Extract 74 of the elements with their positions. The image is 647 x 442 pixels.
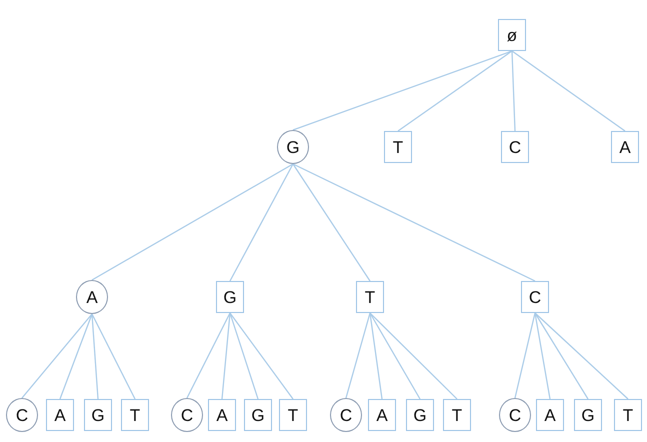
node-letter: C	[16, 406, 28, 424]
tree-node-box	[521, 281, 549, 313]
node-letter: T	[452, 406, 462, 424]
tree-node-box	[406, 399, 434, 431]
connector-line	[92, 163, 294, 281]
node-letter: A	[86, 288, 98, 306]
connector-line	[369, 312, 383, 400]
tree-node-box	[368, 399, 396, 431]
tree-node-box	[208, 399, 236, 431]
tree-node-box	[501, 131, 529, 163]
connector-line	[345, 312, 371, 398]
connector-line	[534, 312, 589, 400]
tree-node-circle	[499, 398, 531, 432]
tree-node-box	[614, 399, 642, 431]
tree-node-circle	[277, 130, 309, 164]
connector-line	[292, 163, 536, 282]
node-letter: A	[216, 406, 228, 424]
tree-node-box	[121, 399, 149, 431]
connector-line	[186, 312, 231, 398]
connector-line	[91, 314, 136, 400]
connector-line	[514, 312, 536, 398]
tree-node-box	[356, 281, 384, 313]
node-letter: G	[581, 406, 595, 424]
connector-line	[229, 312, 259, 400]
connector-line	[221, 312, 231, 400]
connector-line	[534, 312, 551, 400]
tree-node-circle	[330, 398, 362, 432]
node-letter: T	[130, 406, 140, 424]
connector-line	[534, 312, 628, 400]
connector-line	[512, 50, 626, 132]
tree-node-box	[84, 399, 112, 431]
connector-line	[91, 314, 99, 400]
tree-node-box	[46, 399, 74, 431]
connector-line	[398, 50, 512, 132]
node-letter: A	[544, 406, 556, 424]
node-letter: G	[251, 406, 265, 424]
node-letter: A	[54, 406, 66, 424]
node-letter: C	[528, 288, 542, 306]
tree-node-box	[574, 399, 602, 431]
node-letter: T	[288, 406, 298, 424]
tree-node-box	[611, 131, 639, 163]
connector-line	[230, 312, 294, 400]
connector-line	[59, 314, 93, 400]
node-letter: C	[508, 406, 522, 424]
tree-node-box	[244, 399, 272, 431]
tree-node-box	[384, 131, 412, 163]
tree-node-circle	[6, 398, 38, 432]
tree-node-box	[216, 281, 244, 313]
connector-line	[292, 164, 370, 282]
connector-line	[229, 164, 294, 282]
tree-node-box	[536, 399, 564, 431]
node-letter: A	[619, 138, 631, 156]
connector-line	[370, 312, 458, 400]
node-letter: T	[622, 406, 634, 424]
connector-line	[292, 50, 512, 131]
tree-node-box	[498, 19, 526, 51]
tree-node-circle	[171, 398, 203, 432]
node-letter: C	[508, 138, 522, 156]
connector-line	[22, 314, 92, 398]
node-letter: A	[376, 406, 388, 424]
node-letter: G	[413, 406, 427, 424]
node-letter: G	[91, 406, 105, 424]
node-letter: ø	[506, 26, 518, 44]
node-letter: C	[340, 406, 352, 424]
node-letter: T	[392, 138, 404, 156]
node-letter: T	[364, 288, 376, 306]
tree-node-box	[443, 399, 471, 431]
node-letter: G	[286, 138, 300, 156]
connector-line	[511, 50, 516, 132]
tree-node-circle	[76, 280, 108, 314]
connector-line	[369, 312, 421, 400]
node-letter: G	[223, 288, 237, 306]
node-letter: C	[180, 406, 194, 424]
tree-node-box	[279, 399, 307, 431]
